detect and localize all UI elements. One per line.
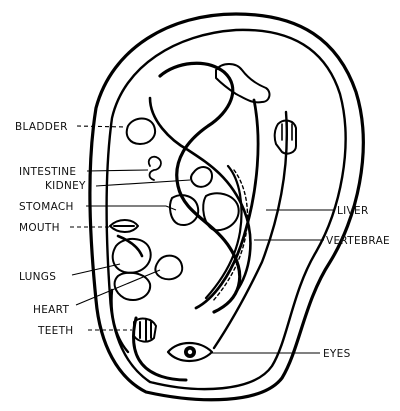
organ-drawings [109,63,297,363]
stomach-organ [169,194,200,226]
heart-organ [154,254,184,281]
label-eyes: EYES [323,348,351,360]
vertebrae-organ [204,164,249,303]
kidney-organ [190,166,213,188]
intestine-organ [147,155,162,181]
ear-outline [88,12,365,402]
label-vertebrae: VERTEBRAE [326,235,390,247]
hand-icon [273,119,297,155]
label-kidney: KIDNEY [45,180,86,192]
bladder-organ [125,117,156,145]
lungs-organ [111,238,152,274]
mouth-organ [109,219,139,233]
label-intestine: INTESTINE [19,166,76,178]
labels: BLADDER INTESTINE KIDNEY STOMACH MOUTH L… [15,121,390,360]
foot-icon [215,63,271,104]
leader-lines [70,125,334,354]
label-heart: HEART [33,304,69,316]
label-mouth: MOUTH [19,222,60,234]
eye-organ [166,341,214,363]
label-bladder: BLADDER [15,121,68,133]
label-teeth: TEETH [37,325,74,337]
label-lungs: LUNGS [19,271,56,283]
label-stomach: STOMACH [19,201,74,213]
teeth-organ [133,317,157,343]
label-liver: LIVER [337,205,369,217]
liver-organ [202,192,240,232]
